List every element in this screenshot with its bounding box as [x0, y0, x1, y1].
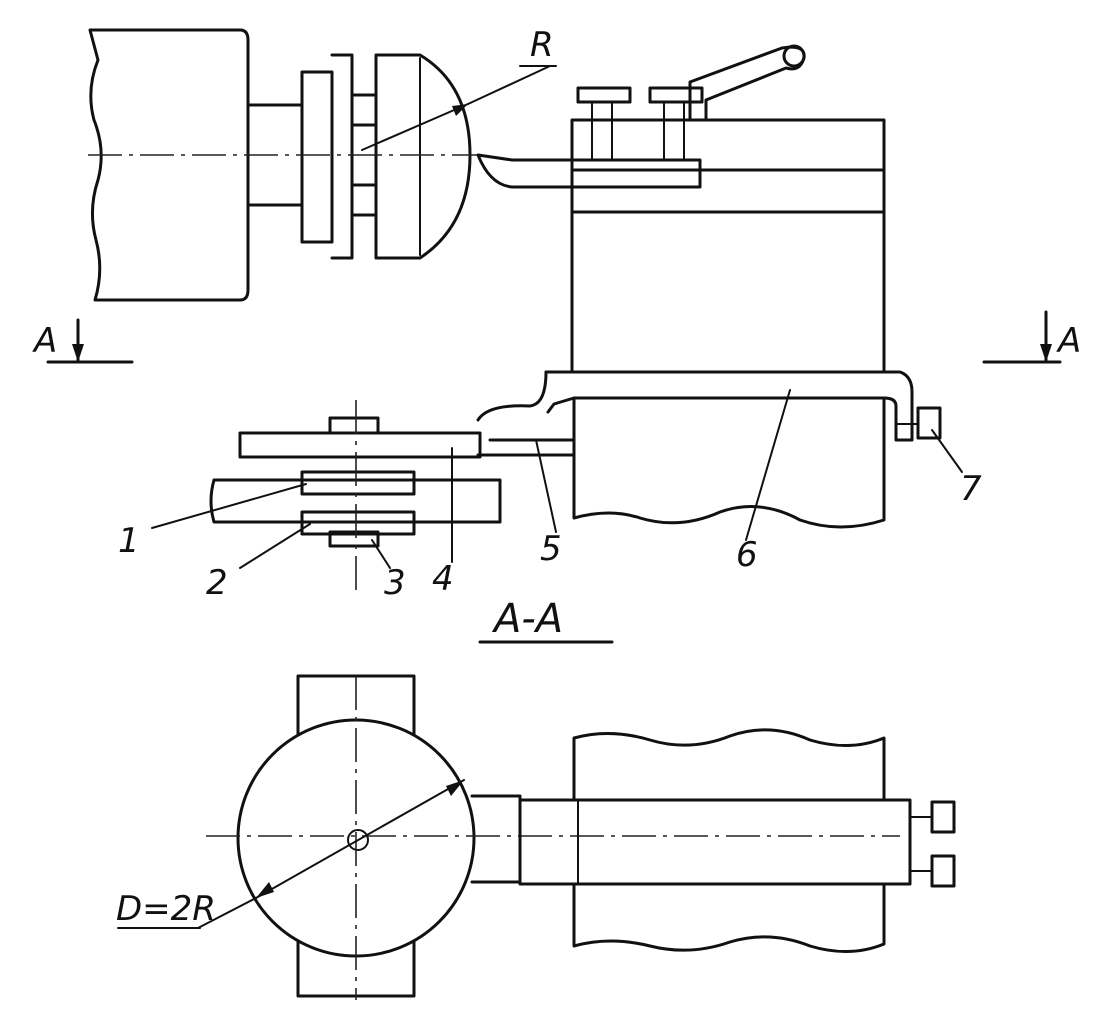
leader-6 [745, 389, 791, 541]
section-view: D=2R [116, 674, 956, 1000]
leader-3 [371, 539, 391, 569]
flange [300, 70, 334, 244]
side-view: 1 2 3 4 5 6 7 [118, 370, 982, 603]
top-view: R [88, 25, 886, 372]
part-label-1: 1 [118, 521, 140, 561]
radius-arrow [361, 103, 469, 151]
diameter-arrowhead-bottom [256, 882, 274, 898]
leader-1 [151, 483, 307, 529]
handle-knob [782, 44, 806, 68]
section-screw-top [930, 800, 956, 834]
leader-2 [239, 523, 311, 569]
disc-center-hole [347, 829, 369, 851]
spindle-body [88, 28, 250, 302]
part-label-5: 5 [540, 529, 562, 569]
carriage-lower [572, 396, 886, 529]
diameter-leader [197, 897, 257, 929]
flange-step [330, 53, 354, 260]
section-title-text: A-A [491, 596, 563, 642]
part-label-6: 6 [736, 535, 758, 575]
section-arm [470, 794, 522, 884]
radius-arrowhead [452, 104, 468, 116]
part-label-4: 4 [432, 559, 454, 599]
section-screw-bottom [930, 854, 956, 888]
diameter-label: D=2R [116, 889, 216, 929]
section-title: A-A [478, 596, 614, 644]
section-marker-right: A [982, 310, 1081, 364]
clamp-screw-head-left [576, 86, 632, 104]
hub [350, 93, 378, 217]
leader-7 [931, 429, 963, 473]
part-label-3: 3 [384, 563, 406, 603]
carriage-body [570, 210, 886, 372]
plate-4 [238, 431, 482, 459]
radius-leader [467, 65, 551, 105]
section-label-right: A [1056, 321, 1081, 361]
bolt-head [328, 416, 380, 435]
section-marker-left: A [32, 318, 134, 364]
part-label-2: 2 [206, 563, 228, 603]
diameter-arrowhead-top [446, 780, 464, 796]
bracket-6 [544, 370, 914, 442]
roller-2 [300, 510, 416, 536]
cutter [476, 153, 702, 189]
screw-7 [916, 406, 942, 440]
section-bar [518, 798, 912, 886]
diameter-line [255, 779, 465, 899]
arm-5 [476, 370, 576, 457]
leader-5 [535, 439, 557, 533]
handle [688, 45, 806, 120]
section-carriage [572, 728, 886, 954]
section-label-left: A [32, 321, 57, 361]
radius-label: R [530, 25, 554, 65]
clamp-screw-head-right [648, 86, 704, 104]
roller-1 [300, 470, 416, 496]
tool-post-base [570, 168, 886, 214]
bolt-nut [328, 530, 380, 548]
part-label-7: 7 [960, 469, 982, 509]
spherical-disc [374, 53, 472, 260]
tool-slide [570, 118, 886, 172]
